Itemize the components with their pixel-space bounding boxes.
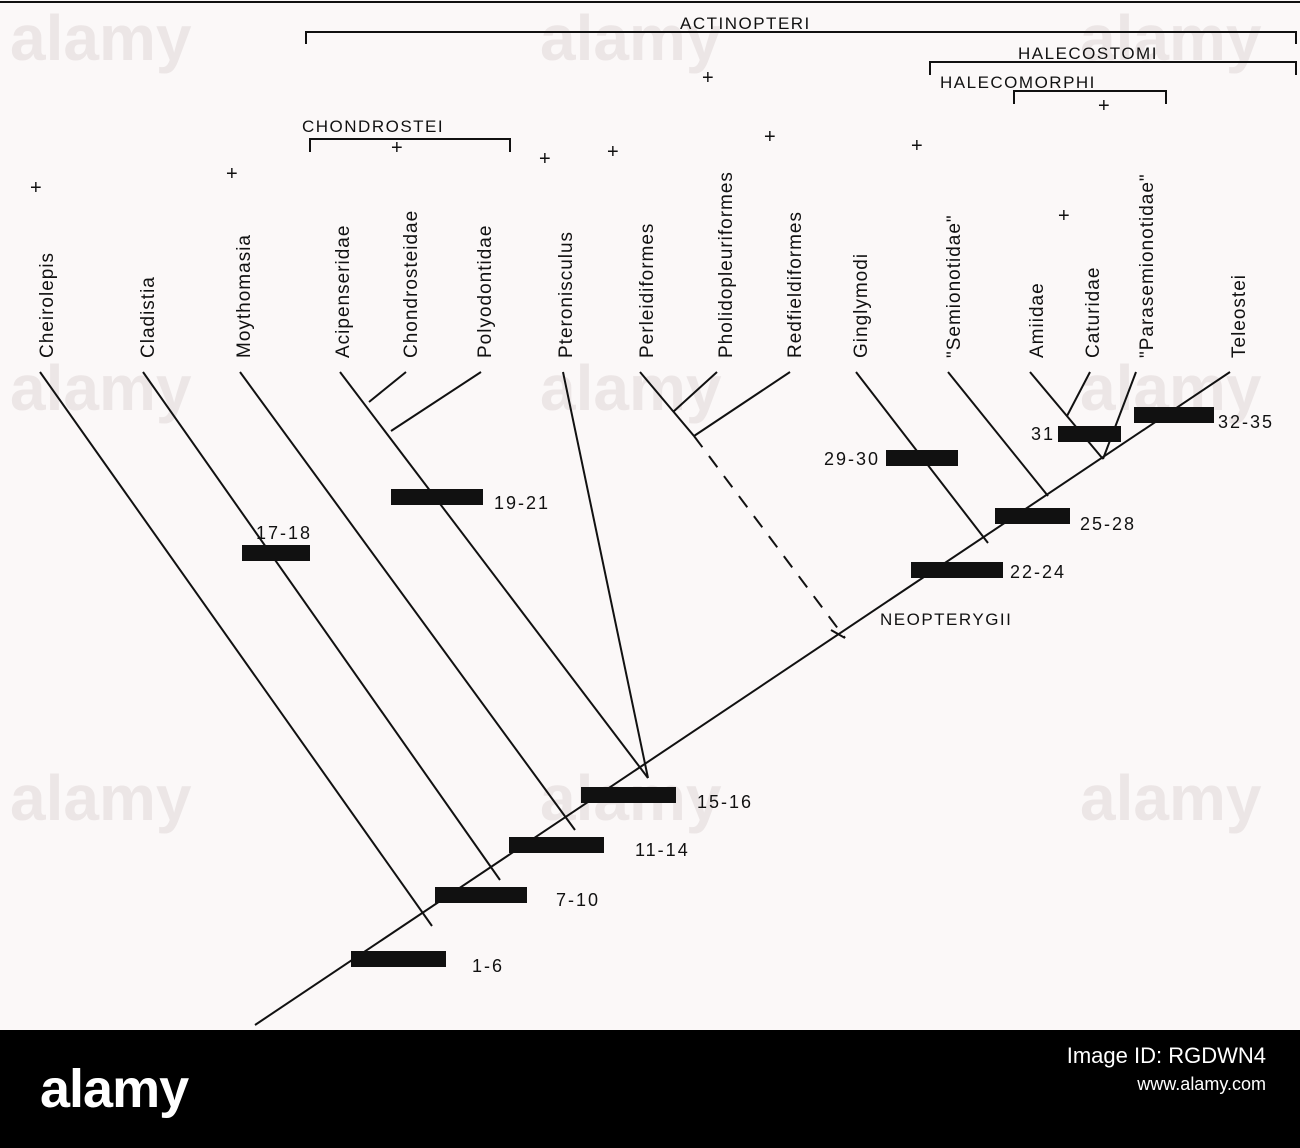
actinopteri-label: ACTINOPTERI [680, 14, 811, 33]
branch-pteronisculus [562, 371, 649, 779]
taxon-label: Ginglymodi [851, 253, 872, 358]
character-bar [1134, 407, 1214, 423]
fossil-dagger-icon: + [911, 135, 923, 157]
fossil-dagger-icon: + [391, 137, 403, 159]
fossil-dagger-icon: + [30, 177, 42, 199]
image-id-text: Image ID: RGDWN4 [1066, 1043, 1266, 1068]
watermark-text: alamy [10, 2, 192, 74]
character-bar [911, 562, 1003, 578]
branch-cheirolepis [39, 371, 433, 927]
taxon-label: Teleostei [1229, 274, 1250, 358]
character-bar [509, 837, 604, 853]
character-bar [242, 545, 310, 561]
character-bars [242, 407, 1214, 967]
image-id-block: Image ID: RGDWN4 www.alamy.com [1067, 1042, 1266, 1098]
watermark-text: alamy [1080, 2, 1262, 74]
fossil-marks: + + + + + + + + + + [30, 67, 1110, 227]
neopterygii-tick [830, 629, 846, 639]
watermark-text: alamy [1080, 762, 1262, 834]
character-label: 32-35 [1218, 412, 1274, 432]
taxon-label: Cheirolepis [37, 252, 58, 358]
branch-perleidiformes [639, 371, 695, 437]
group-brackets [305, 31, 1297, 152]
branch-chondrosteidae [368, 371, 407, 403]
branch-parasemionotidae [1102, 371, 1137, 460]
watermark-text: alamy [540, 2, 722, 74]
taxon-label: "Parasemionotidae" [1137, 173, 1158, 358]
cladogram-svg: alamy alamy alamy alamy alamy alamy alam… [0, 1, 1300, 1026]
cladogram-diagram: alamy alamy alamy alamy alamy alamy alam… [0, 1, 1300, 1026]
character-label: 31 [1031, 424, 1055, 444]
halecostomi-bracket [929, 61, 1297, 75]
taxon-label: Caturidae [1083, 267, 1104, 358]
character-label: 25-28 [1080, 514, 1136, 534]
branch-redfieldiformes [693, 371, 791, 437]
fossil-dagger-icon: + [1098, 95, 1110, 117]
taxon-label: Moythomasia [234, 234, 255, 358]
neopterygii-label: NEOPTERYGII [880, 610, 1012, 629]
watermark-text: alamy [540, 352, 722, 424]
taxon-label: Pteronisculus [556, 231, 577, 358]
branch-moythomasia [239, 371, 576, 831]
branch-cladistia [142, 371, 501, 881]
character-bar [435, 887, 527, 903]
site-url: www.alamy.com [1137, 1074, 1266, 1094]
branch-semionotidae [947, 371, 1049, 497]
taxon-label: Redfieldiformes [785, 211, 806, 358]
fossil-dagger-icon: + [226, 163, 238, 185]
taxon-label: Chondrosteidae [401, 210, 422, 358]
character-label: 11-14 [635, 840, 690, 860]
branch-chondrostei [339, 371, 649, 779]
chondrostei-label: CHONDROSTEI [302, 117, 444, 136]
taxon-label: "Semionotidae" [944, 214, 965, 358]
character-label: 22-24 [1010, 562, 1066, 582]
tree-branches [39, 371, 1231, 1026]
character-bar [351, 951, 446, 967]
character-bar [1058, 426, 1121, 442]
footer-bar: alamy Image ID: RGDWN4 www.alamy.com [0, 1030, 1300, 1148]
fossil-dagger-icon: + [764, 126, 776, 148]
taxon-label: Cladistia [138, 276, 159, 358]
branch-stem-dashed [693, 435, 846, 639]
branch-pholidopleuriformes [672, 371, 718, 413]
character-bar [391, 489, 483, 505]
taxon-label: Pholidopleuriformes [716, 171, 737, 358]
main-stem [254, 371, 1231, 1026]
character-label: 7-10 [556, 890, 600, 910]
fossil-dagger-icon: + [607, 141, 619, 163]
chondrostei-bracket [309, 138, 511, 152]
character-bar [995, 508, 1070, 524]
branch-polyodontidae [390, 371, 482, 432]
character-label: 1-6 [472, 956, 504, 976]
fossil-dagger-icon: + [1058, 205, 1070, 227]
watermark-text: alamy [10, 352, 192, 424]
branch-caturidae [1066, 371, 1091, 417]
character-label: 19-21 [494, 493, 550, 513]
fossil-dagger-icon: + [539, 148, 551, 170]
fossil-dagger-icon: + [702, 67, 714, 89]
character-label: 15-16 [697, 792, 753, 812]
character-label: 17-18 [256, 523, 312, 543]
watermark-layer: alamy alamy alamy alamy alamy alamy alam… [10, 2, 1262, 834]
taxon-label: Polyodontidae [475, 225, 496, 358]
brand-logo: alamy [40, 1059, 189, 1119]
character-label: 29-30 [824, 449, 880, 469]
taxon-label: Amiidae [1027, 282, 1048, 358]
taxon-label: Perleidiformes [637, 223, 658, 358]
actinopteri-bracket [305, 31, 1297, 44]
halecomorphi-bracket [1013, 90, 1167, 104]
halecomorphi-label: HALECOMORPHI [940, 73, 1096, 92]
halecostomi-label: HALECOSTOMI [1018, 44, 1158, 63]
watermark-text: alamy [10, 762, 192, 834]
character-bar [581, 787, 676, 803]
character-bar [886, 450, 958, 466]
taxon-label: Acipenseridae [333, 225, 354, 358]
taxon-labels: Cheirolepis Cladistia Moythomasia Acipen… [37, 171, 1250, 358]
